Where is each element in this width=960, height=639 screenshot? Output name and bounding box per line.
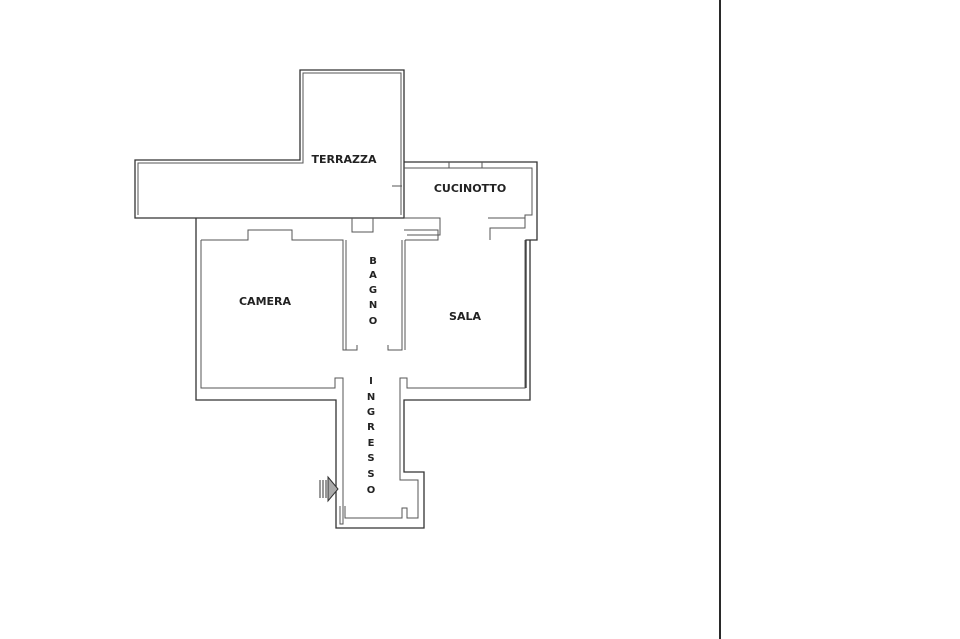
svg-text:N: N bbox=[367, 392, 375, 403]
svg-text:A: A bbox=[369, 270, 377, 281]
svg-text:R: R bbox=[367, 422, 375, 433]
terrazza-label: TERRAZZA bbox=[312, 153, 377, 166]
svg-text:G: G bbox=[369, 285, 377, 296]
ingresso-label: I N G R E S S O bbox=[367, 376, 376, 496]
svg-text:E: E bbox=[368, 438, 375, 449]
camera-label: CAMERA bbox=[239, 295, 292, 308]
svg-text:B: B bbox=[369, 256, 377, 267]
svg-text:G: G bbox=[367, 407, 375, 418]
upper-interior-walls bbox=[195, 218, 531, 529]
svg-text:S: S bbox=[367, 453, 374, 464]
cucinotto-label: CUCINOTTO bbox=[434, 182, 506, 195]
cucinotto-walls bbox=[392, 161, 538, 388]
terrazza-walls bbox=[134, 69, 405, 219]
svg-text:I: I bbox=[369, 376, 373, 387]
bagno-label: B A G N O bbox=[369, 256, 378, 327]
svg-text:O: O bbox=[369, 316, 378, 327]
svg-text:S: S bbox=[367, 469, 374, 480]
page-divider-line bbox=[719, 0, 721, 639]
svg-text:N: N bbox=[369, 300, 377, 311]
entrance-arrow-icon bbox=[319, 475, 339, 503]
svg-text:O: O bbox=[367, 485, 376, 496]
sala-label: SALA bbox=[449, 310, 481, 323]
